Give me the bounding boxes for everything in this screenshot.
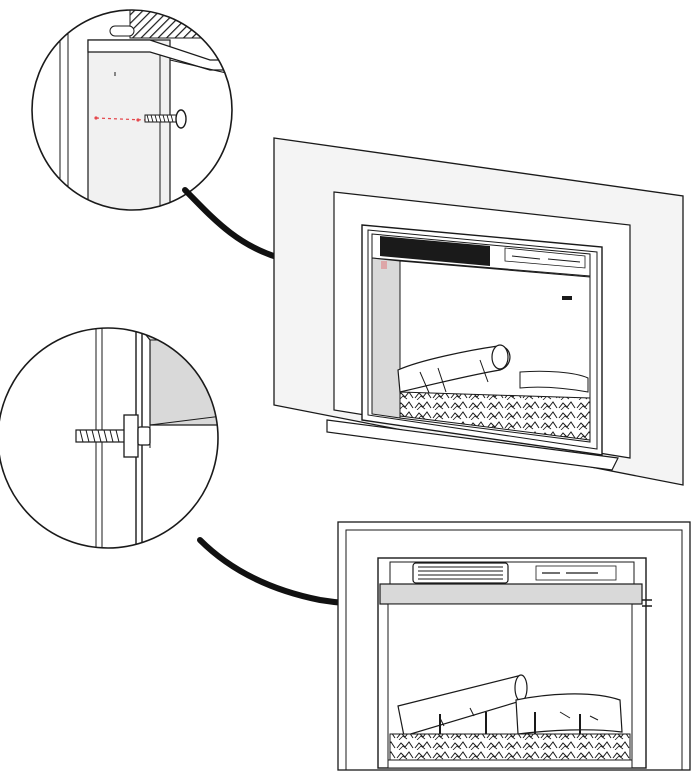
fireplace-insert-front-view	[337, 521, 691, 771]
fireplace-insert-in-wall	[273, 137, 684, 486]
detail-callout-top	[31, 9, 233, 211]
detail-callout-bottom	[0, 327, 219, 549]
